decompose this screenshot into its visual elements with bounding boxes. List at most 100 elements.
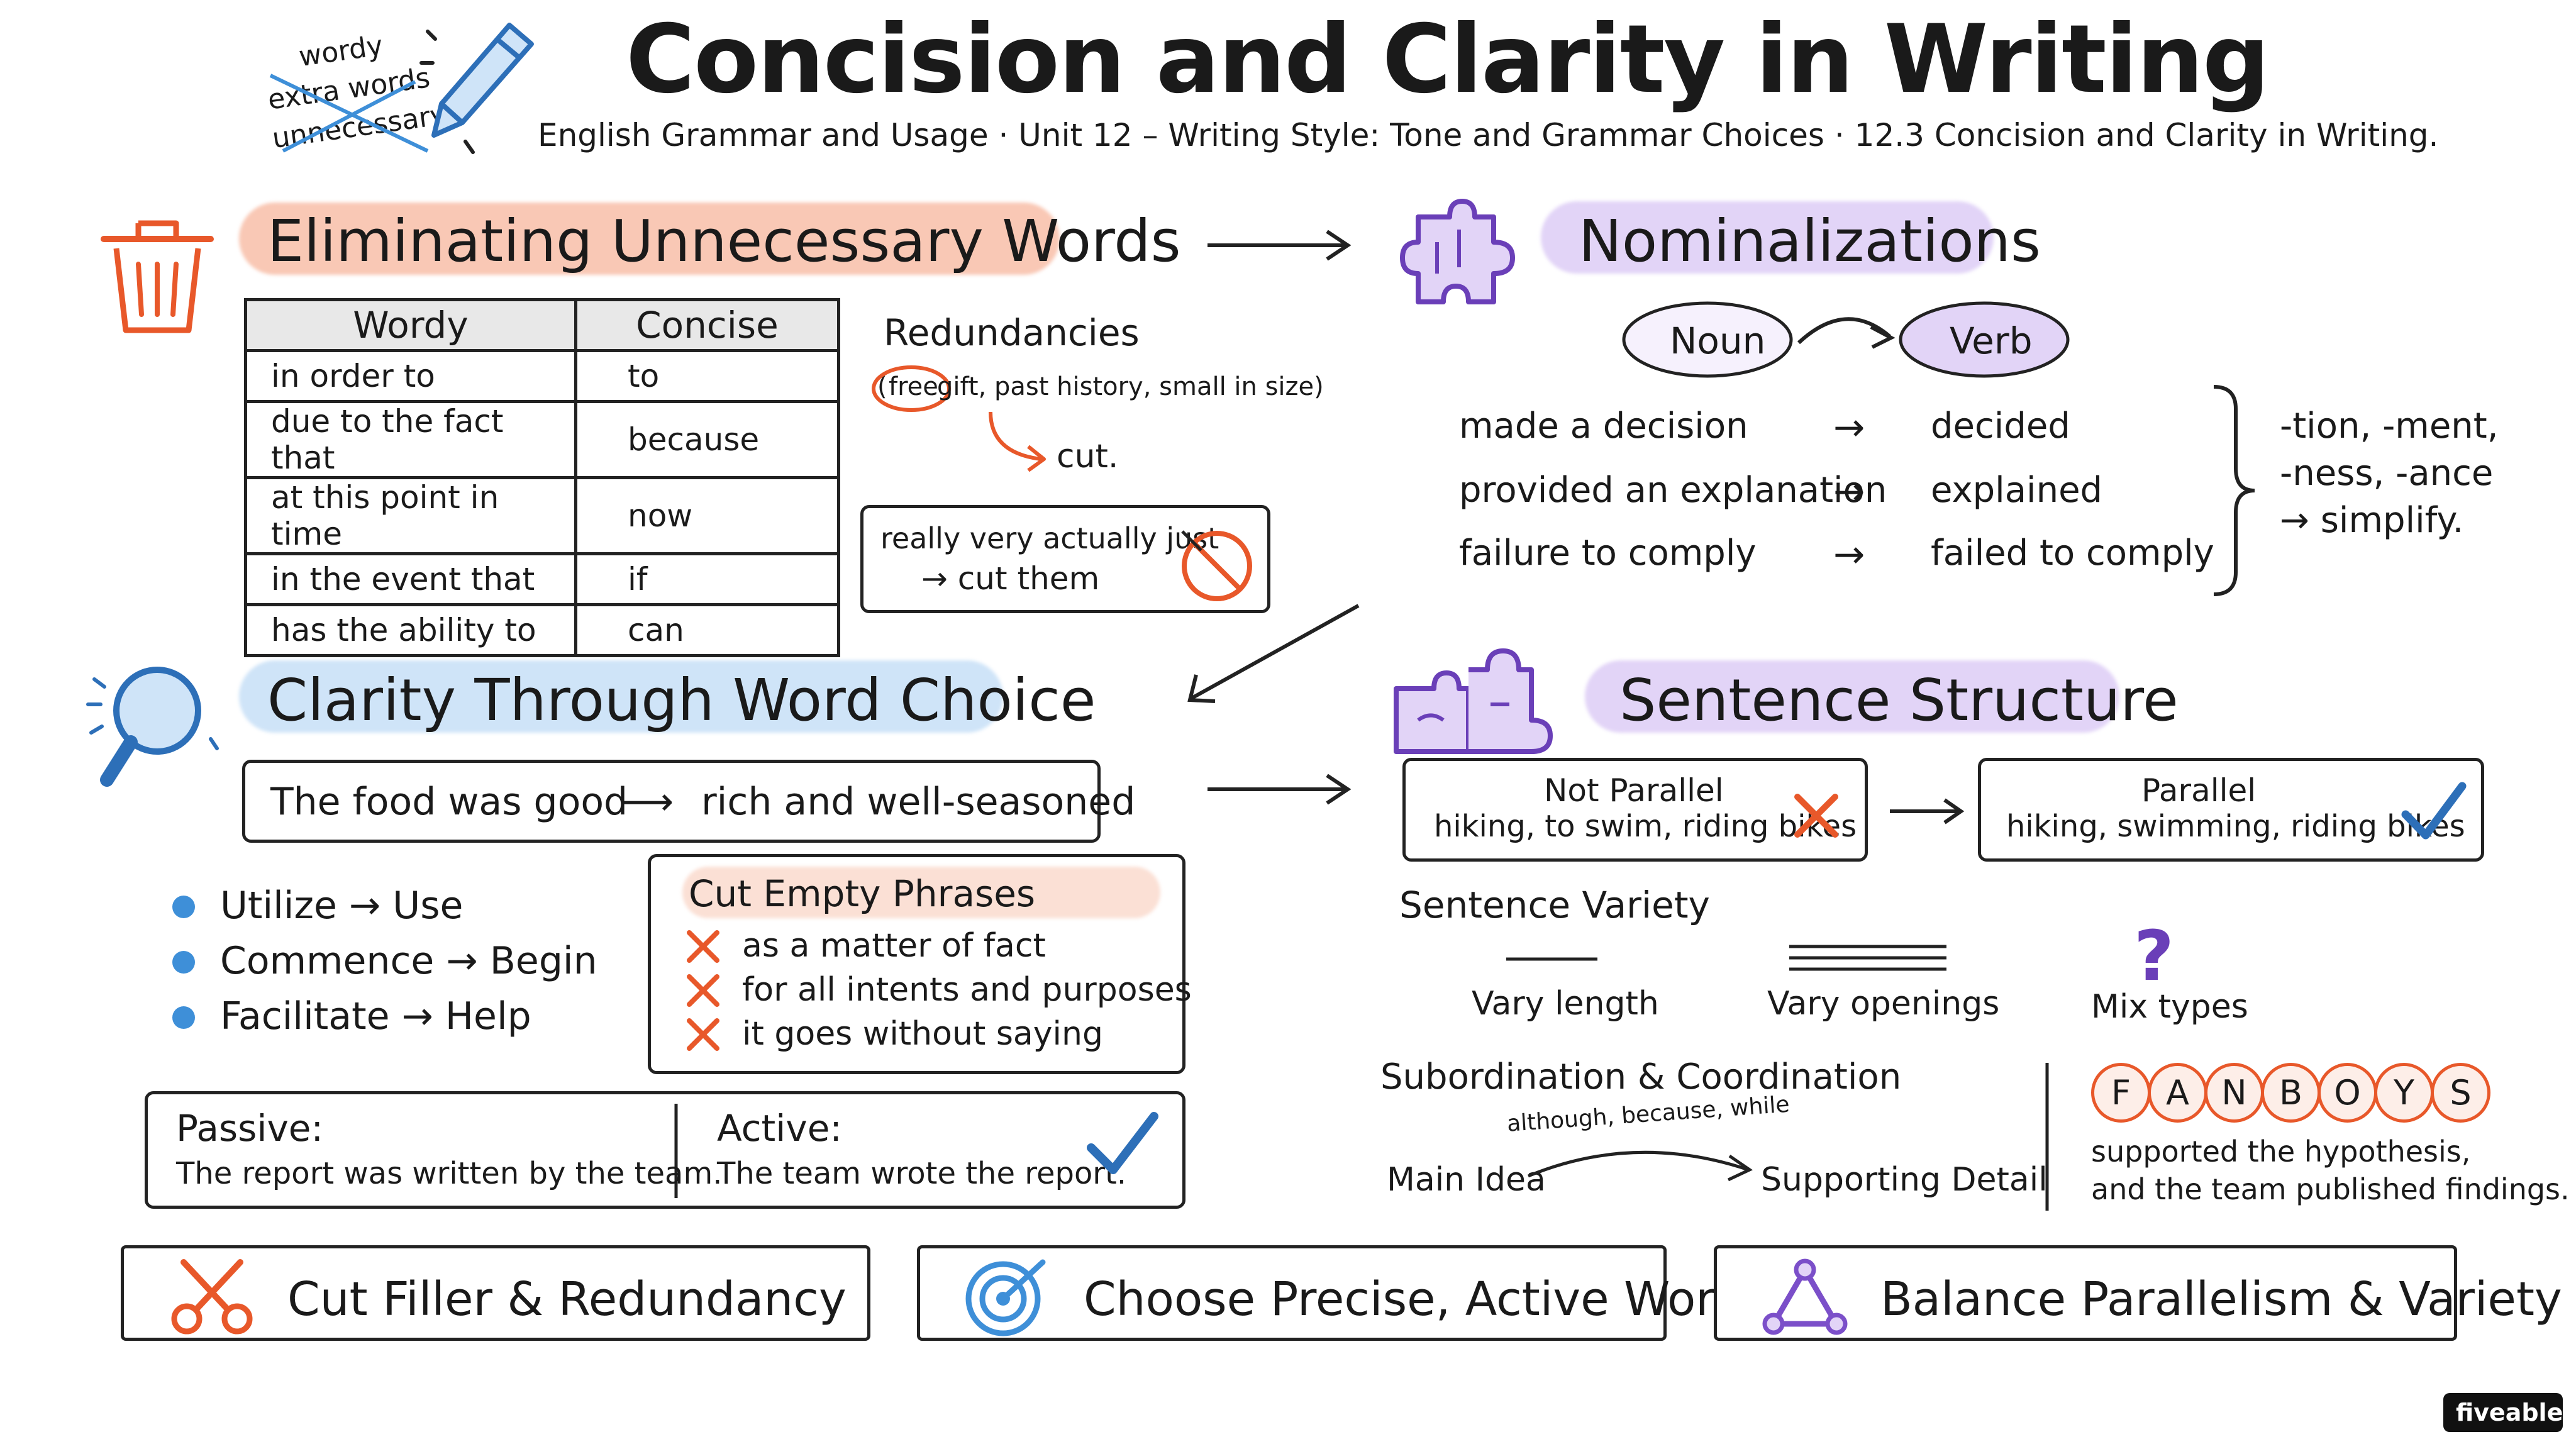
table-header-row: Wordy Concise	[244, 298, 840, 352]
table-cell: now	[574, 476, 840, 555]
fanboys-letter: F	[2091, 1063, 2151, 1123]
intensifiers-words: really very actually just	[880, 521, 1219, 555]
nominalization-to: failed to comply	[1931, 533, 2214, 574]
not-parallel-label: Not Parallel	[1544, 772, 1724, 809]
sentence-structure-title: Sentence Structure	[1619, 667, 2179, 734]
subordination-arrow	[1528, 1150, 1753, 1182]
suffix-note-line: -tion, -ment,	[2280, 406, 2499, 447]
checkmark-icon	[2401, 782, 2467, 840]
verb-ellipse	[1899, 301, 2070, 378]
passive-label: Passive:	[176, 1107, 324, 1150]
parallel-arrow	[1890, 798, 1965, 824]
brand-badge: fiveable	[2443, 1393, 2563, 1432]
sentence-structure-highlight	[1585, 660, 2119, 733]
page-title: Concision and Clarity in Writing	[626, 5, 2270, 114]
question-mark-icon: ?	[2134, 916, 2174, 996]
empty-phrase-item: as a matter of fact	[742, 927, 1046, 965]
bullet-dot	[172, 896, 195, 918]
nominalization-arrow: →	[1833, 470, 1865, 514]
table-row: in the event that if	[244, 552, 840, 606]
eliminating-title: Eliminating Unnecessary Words	[267, 208, 1181, 275]
eliminating-highlight	[239, 203, 1060, 275]
puzzle-piece-icon	[1400, 199, 1515, 304]
bullet-dot	[172, 951, 195, 974]
fanboys-row: F A N B O Y S	[2091, 1063, 2500, 1126]
active-example: The team wrote the report.	[717, 1156, 1127, 1191]
specific-phrase: rich and well-seasoned	[701, 780, 1136, 824]
voice-box	[145, 1091, 1185, 1209]
fanboys-letter: O	[2318, 1063, 2377, 1123]
nominalization-arrow: →	[1833, 406, 1865, 450]
table-row: due to the fact that because	[244, 400, 840, 479]
table-header-wordy: Wordy	[244, 298, 577, 352]
table-cell: in order to	[244, 349, 577, 403]
clarity-title: Clarity Through Word Choice	[267, 667, 1096, 734]
subordination-heading: Subordination & Coordination	[1380, 1057, 1902, 1097]
pencil-icon	[419, 23, 534, 154]
table-cell: has the ability to	[244, 603, 577, 657]
word-swap-item: Facilitate → Help	[220, 994, 531, 1038]
redundancies-examples: gift, past history, small in size)	[937, 372, 1324, 401]
trash-icon	[101, 220, 214, 333]
supporting-detail-label: Supporting Detail	[1761, 1161, 2048, 1199]
intensifiers-action: → cut them	[921, 560, 1100, 597]
table-cell: in the event that	[244, 552, 577, 606]
verb-label: Verb	[1950, 319, 2033, 362]
page-subtitle: English Grammar and Usage · Unit 12 – Wr…	[538, 117, 2439, 153]
redundancies-open-paren: (	[877, 372, 887, 401]
scissors-icon	[171, 1259, 253, 1335]
table-cell: at this point in time	[244, 476, 577, 555]
table-cell: to	[574, 349, 840, 403]
nominalization-arrow: →	[1833, 533, 1865, 577]
redundancies-cut-label: cut.	[1057, 438, 1119, 475]
vary-openings-lines	[1789, 945, 1946, 971]
main-idea-label: Main Idea	[1387, 1161, 1546, 1199]
empty-phrase-item: it goes without saying	[742, 1015, 1103, 1053]
summary-item-parallelism: Balance Parallelism & Variety	[1714, 1245, 2562, 1341]
x-mark-icon	[687, 974, 719, 1007]
passive-example: The report was written by the team.	[176, 1156, 723, 1191]
brand-label: fiveable	[2456, 1399, 2563, 1426]
fanboys-letter: A	[2148, 1063, 2207, 1123]
table-row: has the ability to can	[244, 603, 840, 657]
redundancies-circled-word: free	[889, 372, 938, 401]
noun-ellipse	[1622, 301, 1793, 378]
fanboys-example-line: and the team published findings.	[2091, 1172, 2570, 1206]
variety-item: Vary length	[1472, 985, 1659, 1023]
table-header-concise: Concise	[574, 298, 840, 352]
not-parallel-example: hiking, to swim, riding bikes	[1434, 809, 1857, 844]
not-parallel-box	[1402, 758, 1868, 862]
x-mark-icon	[687, 930, 719, 963]
nominalization-to: decided	[1931, 406, 2070, 447]
summary-label: Balance Parallelism & Variety	[1880, 1272, 2562, 1326]
fanboys-letter: Y	[2374, 1063, 2434, 1123]
parallel-example: hiking, swimming, riding bikes	[2006, 809, 2465, 844]
wordy-concise-table: Wordy Concise in order to to due to the …	[244, 298, 840, 657]
puzzle-pieces-icon	[1394, 648, 1553, 754]
empty-phrases-highlight	[682, 867, 1160, 918]
summary-label: Cut Filler & Redundancy	[287, 1272, 847, 1326]
header-logo: wordy extra words unnecessary	[258, 30, 459, 157]
empty-phrase-item: for all intents and purposes	[742, 971, 1192, 1009]
fanboys-divider	[2045, 1063, 2049, 1211]
target-icon	[965, 1259, 1046, 1336]
table-cell: can	[574, 603, 840, 657]
suffix-note-line: -ness, -ance	[2280, 453, 2494, 494]
clarity-highlight	[239, 660, 1003, 733]
table-cell: due to the fact that	[244, 400, 577, 479]
cut-arrow	[989, 411, 1046, 472]
table-row: in order to to	[244, 349, 840, 403]
voice-divider	[674, 1104, 678, 1198]
noun-verb-arrow	[1797, 317, 1896, 349]
no-entry-icon	[1181, 530, 1252, 601]
arrow-nominalizations-to-clarity	[1187, 604, 1360, 703]
x-mark-icon	[687, 1018, 719, 1051]
empty-phrases-heading: Cut Empty Phrases	[689, 872, 1036, 915]
checkmark-icon	[1087, 1112, 1158, 1174]
arrow-clarity-to-structure	[1208, 774, 1352, 805]
summary-item-cut-filler: Cut Filler & Redundancy	[121, 1245, 870, 1341]
word-swap-item: Utilize → Use	[220, 884, 464, 928]
x-mark-icon	[1794, 794, 1838, 838]
nominalization-to: explained	[1931, 470, 2103, 511]
vague-arrow: ⟶	[619, 780, 674, 824]
